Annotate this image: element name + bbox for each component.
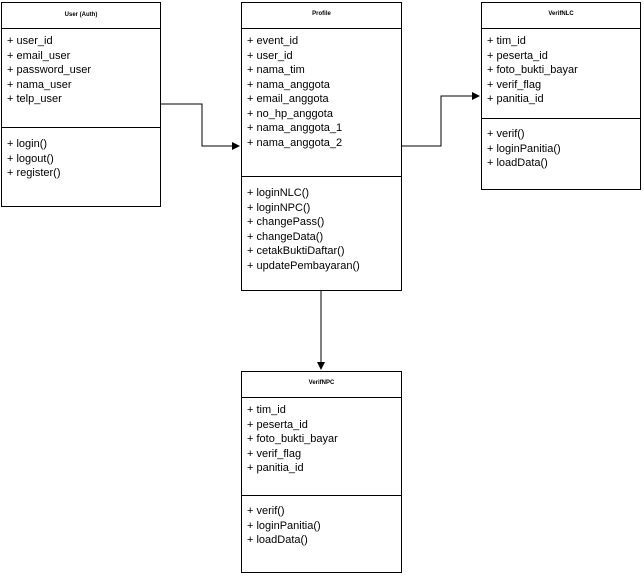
- class-verif-npc[interactable]: VerifNPC + tim_id + peserta_id + foto_bu…: [241, 371, 402, 573]
- attribute: + nama_user: [7, 78, 72, 91]
- attribute: + verif_flag: [247, 447, 302, 460]
- attribute: + telp_user: [7, 93, 62, 105]
- attribute: + foto_bukti_bayar: [247, 433, 338, 445]
- class-title: User (Auth): [2, 3, 160, 29]
- attribute: + panitia_id: [247, 462, 304, 474]
- attribute: + foto_bukti_bayar: [487, 64, 578, 76]
- class-user-auth[interactable]: User (Auth) + user_id + email_user + pas…: [1, 2, 161, 207]
- attributes-section: + event_id + user_id + nama_tim + nama_a…: [242, 29, 401, 177]
- connector-user-to-profile[interactable]: [161, 103, 240, 150]
- attributes-section: + user_id + email_user + password_user +…: [2, 29, 160, 128]
- method: + loginNPC(): [247, 201, 311, 214]
- attribute: + tim_id: [247, 404, 286, 416]
- method: + loginPanitia(): [247, 519, 321, 532]
- method: + loginNLC(): [247, 187, 310, 199]
- method: + register(): [7, 167, 61, 179]
- class-title: VerifNLC: [482, 3, 640, 29]
- attribute: + nama_anggota_1: [247, 122, 343, 134]
- attributes-section: + tim_id + peserta_id + foto_bukti_bayar…: [242, 398, 401, 496]
- connector-profile-to-verifnlc[interactable]: [402, 92, 480, 147]
- attribute: + email_user: [7, 49, 71, 62]
- method: + verif(): [487, 128, 525, 140]
- attribute: + user_id: [7, 35, 53, 47]
- class-title: VerifNPC: [242, 372, 401, 398]
- method: + loginPanitia(): [487, 142, 561, 155]
- attribute: + email_anggota: [247, 93, 329, 105]
- attribute: + nama_anggota_2: [247, 136, 343, 149]
- attribute: + verif_flag: [487, 78, 542, 91]
- method: + updatePembayaran(): [247, 259, 360, 272]
- methods-section: + login() + logout() + register(): [2, 128, 160, 181]
- method: + changeData(): [247, 230, 324, 243]
- attribute: + panitia_id: [487, 93, 544, 105]
- attribute: + tim_id: [487, 35, 526, 47]
- method: + cetakBuktiDaftar(): [247, 245, 345, 257]
- class-title: Profile: [242, 3, 401, 29]
- attribute: + nama_anggota: [247, 78, 330, 91]
- method: + loadData(): [487, 157, 548, 169]
- methods-section: + loginNLC() + loginNPC() + changePass()…: [242, 177, 401, 273]
- attributes-section: + tim_id + peserta_id + foto_bukti_bayar…: [482, 29, 640, 119]
- attribute: + user_id: [247, 49, 293, 62]
- method: + verif(): [247, 505, 285, 517]
- attribute: + no_hp_anggota: [247, 107, 333, 120]
- method: + loadData(): [247, 534, 308, 546]
- method: + login(): [7, 138, 48, 150]
- class-verif-nlc[interactable]: VerifNLC + tim_id + peserta_id + foto_bu…: [481, 2, 641, 190]
- class-profile[interactable]: Profile + event_id + user_id + nama_tim …: [241, 2, 402, 291]
- attribute: + event_id: [247, 35, 299, 47]
- attribute: + password_user: [7, 64, 92, 76]
- methods-section: + verif() + loginPanitia() + loadData(): [242, 496, 401, 548]
- method: + logout(): [7, 152, 54, 165]
- attribute: + peserta_id: [247, 418, 308, 431]
- attribute: + peserta_id: [487, 49, 548, 62]
- method: + changePass(): [247, 216, 325, 228]
- methods-section: + verif() + loginPanitia() + loadData(): [482, 119, 640, 171]
- attribute: + nama_tim: [247, 64, 305, 76]
